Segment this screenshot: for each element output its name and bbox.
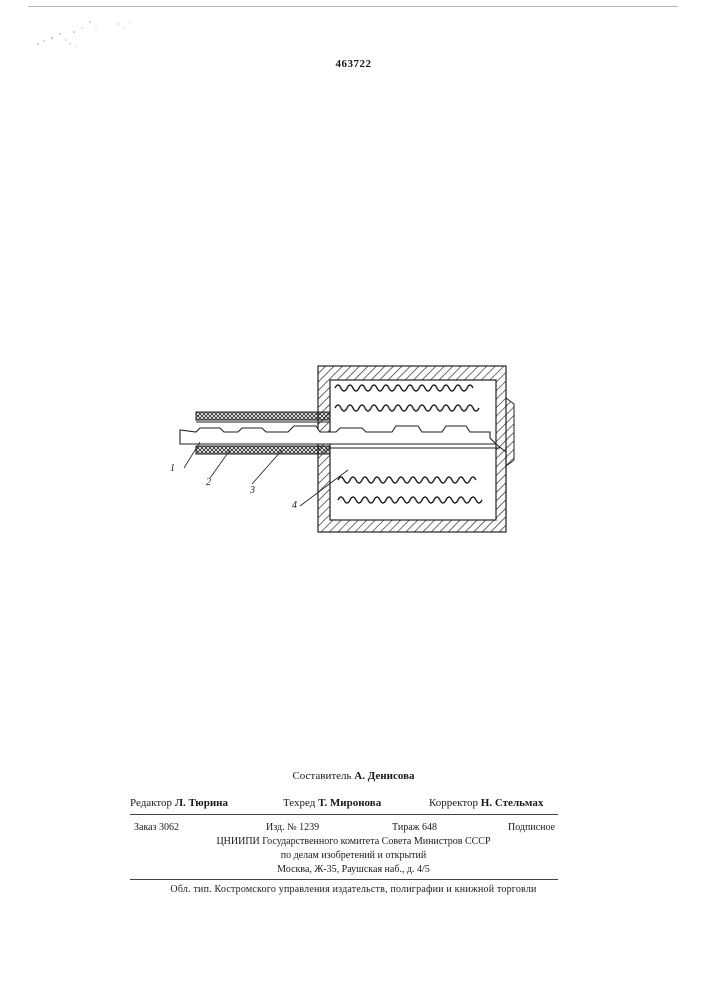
techeditor-role: Техред [283, 797, 315, 809]
corrector-line: Корректор Н. Стельмах [429, 797, 543, 809]
scan-speckle-mark [30, 14, 150, 54]
editor-line: Редактор Л. Тюрина [130, 797, 228, 809]
address-line: Москва, Ж-35, Раушская наб., д. 4/5 [0, 864, 707, 875]
separator-rule-bottom [130, 879, 558, 880]
editor-name: Л. Тюрина [175, 797, 228, 809]
technical-drawing [170, 360, 530, 540]
patent-number: 463722 [0, 58, 707, 70]
compiler-line: Составитель А. Денисова [0, 770, 707, 782]
techeditor-line: Техред Т. Миронова [283, 797, 381, 809]
separator-rule-top [130, 814, 558, 815]
print-run: Тираж 648 [392, 822, 437, 833]
corrector-name: Н. Стельмах [481, 797, 544, 809]
figure-label-1: 1 [170, 463, 175, 474]
upper-sleeve [196, 412, 330, 422]
printer-line: Обл. тип. Костромского управления издате… [0, 884, 707, 895]
compiler-name: А. Денисова [354, 770, 414, 782]
subscription-note: Подписное [508, 822, 555, 833]
figure-label-2: 2 [206, 477, 211, 488]
compiler-role: Составитель [292, 770, 351, 782]
department-line: по делам изобретений и открытий [0, 850, 707, 861]
figure-label-3: 3 [250, 485, 255, 496]
corrector-role: Корректор [429, 797, 478, 809]
lower-sleeve [196, 444, 330, 454]
top-edge-rule [28, 6, 678, 7]
order-number: Заказ 3062 [134, 822, 179, 833]
techeditor-name: Т. Миронова [318, 797, 381, 809]
editor-role: Редактор [130, 797, 172, 809]
organization-line: ЦНИИПИ Государственного комитета Совета … [0, 836, 707, 847]
figure-label-4: 4 [292, 500, 297, 511]
edition-number: Изд. № 1239 [266, 822, 319, 833]
